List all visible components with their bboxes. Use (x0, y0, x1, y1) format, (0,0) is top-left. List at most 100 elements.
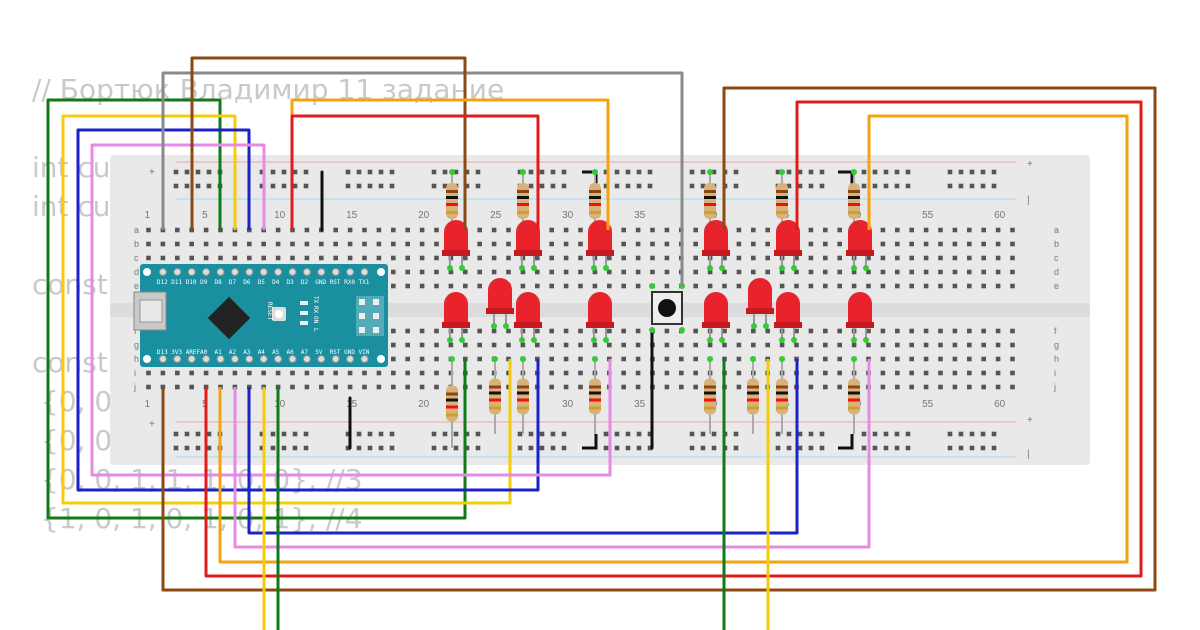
led-body (848, 220, 872, 254)
resistor-band (776, 190, 788, 193)
led-body (704, 292, 728, 326)
nano-pin-label: D2 (301, 279, 309, 286)
resistor-band (589, 211, 601, 214)
led-body (776, 220, 800, 254)
resistors (446, 169, 860, 448)
row-letter: h (134, 354, 139, 364)
resistor-band (446, 196, 458, 199)
resistor-band (517, 391, 529, 395)
status-led (300, 301, 308, 305)
nano-pin (216, 355, 225, 363)
nano-pin (173, 355, 182, 363)
nano-pin (159, 355, 167, 363)
pin-marker (791, 337, 797, 343)
row-letter: j (133, 382, 136, 392)
row-letter: b (134, 239, 139, 249)
pin-marker (531, 337, 537, 343)
led (702, 292, 730, 343)
status-led (300, 311, 308, 315)
nano-pin-label: RST (330, 279, 341, 286)
gray-wire (161, 71, 684, 286)
nano-pin-label: TX1 (359, 279, 370, 286)
brown-wire (161, 86, 1157, 592)
led-body (588, 220, 612, 254)
led-body (516, 220, 540, 254)
resistor-band (776, 196, 788, 199)
resistor (446, 356, 458, 448)
brown-wire (190, 56, 467, 230)
resistor (704, 169, 716, 230)
resistor-band (848, 391, 860, 395)
row-letter: e (134, 281, 139, 291)
row-letter: d (134, 267, 139, 277)
nano-pin (202, 268, 211, 276)
resistor-band (446, 392, 458, 396)
nano-board (140, 264, 388, 367)
rail-plus-label: + (149, 167, 155, 178)
column-number: 5 (202, 210, 208, 221)
rail-plus-label: + (149, 419, 155, 430)
rail-plus-label: + (1027, 159, 1033, 170)
resistor (517, 169, 529, 230)
led (846, 292, 874, 343)
resistor-band (704, 406, 716, 410)
nano-pin (159, 268, 167, 276)
nano-pin-label: D13 (157, 349, 168, 356)
nano-pin-label: A1 (215, 349, 223, 356)
resistor-band (704, 196, 716, 199)
resistor-band (489, 398, 501, 402)
pin-marker (449, 169, 455, 175)
mount-hole (143, 268, 151, 276)
wires (46, 56, 1157, 630)
nano-pin-label: D4 (272, 279, 280, 286)
pin-marker (707, 265, 713, 271)
rail-plus-label: + (1027, 415, 1033, 426)
column-number: 60 (994, 399, 1006, 410)
row-letter: a (1054, 225, 1059, 235)
led-body (444, 220, 468, 254)
resistor-band (489, 406, 501, 410)
resistor (589, 356, 601, 434)
led-body (848, 292, 872, 326)
resistor-band (589, 385, 601, 389)
resistor-band (704, 203, 716, 206)
column-number: 30 (562, 210, 574, 221)
violet-wire (233, 359, 871, 549)
led-body (488, 278, 512, 312)
resistor-band (848, 398, 860, 402)
nano-pin-label: D11 (171, 279, 182, 286)
column-number: 20 (418, 210, 430, 221)
pin-marker (603, 337, 609, 343)
nano-pin (259, 355, 268, 363)
pin-marker (719, 265, 725, 271)
resistor-band (776, 398, 788, 402)
pin-marker (707, 337, 713, 343)
resistor (517, 356, 529, 434)
led (846, 220, 874, 271)
resistor (776, 169, 788, 230)
nano-pin-label: A2 (229, 349, 237, 356)
row-letter: a (134, 225, 139, 235)
nano-pin (274, 268, 283, 276)
pin-marker (520, 356, 526, 362)
resistor (776, 356, 788, 434)
resistor-band (848, 385, 860, 389)
nano-pin (216, 268, 225, 276)
nano-pin-label: A0 (200, 349, 208, 356)
leds (442, 220, 874, 343)
pin-marker (863, 337, 869, 343)
resistor-band (704, 391, 716, 395)
led-rim (746, 308, 774, 314)
resistor (747, 356, 759, 434)
mount-hole (377, 355, 385, 363)
nano-pin (202, 355, 211, 363)
pin-marker (591, 337, 597, 343)
led (442, 220, 470, 271)
resistor-band (848, 203, 860, 206)
pin-marker (519, 337, 525, 343)
led (586, 220, 614, 271)
nano-pin (317, 268, 326, 276)
pin-marker (459, 337, 465, 343)
led (514, 292, 542, 343)
